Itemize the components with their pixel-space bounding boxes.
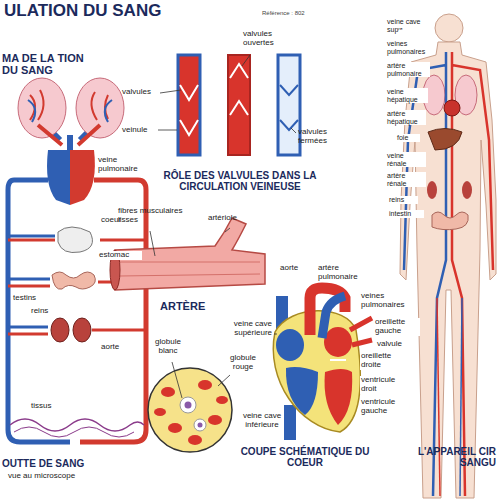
part-label: valvules fermées (298, 128, 346, 146)
part-label: veine cave supʳᵉ (386, 18, 432, 33)
part-label: Référence : 802 (262, 10, 332, 17)
part-label: estomac (98, 251, 142, 260)
part-label: reins (388, 196, 418, 204)
part-label: fibres musculaires lisses (118, 207, 200, 225)
part-label: ventricule gauche (360, 398, 408, 416)
part-label: veine cave inférieure (238, 412, 286, 430)
part-label: intestin (388, 210, 424, 218)
part-label: aorte (100, 343, 130, 352)
part-label: artère pulmonaire (386, 62, 430, 77)
section-heading: RÔLE DES VALVULES DANS LA CIRCULATION VE… (140, 170, 340, 192)
blood-drop (148, 362, 232, 452)
part-label: reins (30, 307, 58, 316)
part-label: veine pulmonaire (97, 156, 143, 174)
part-label: artériole (208, 214, 258, 223)
part-label: veine rénale (386, 152, 426, 167)
part-label: veines pulmonaires (386, 40, 432, 55)
part-label: valvules (122, 88, 160, 97)
part-label: oreillette gauche (374, 318, 420, 336)
part-label: veine hépatique (386, 88, 428, 103)
part-label: testins (12, 294, 52, 303)
part-label: foie (396, 134, 420, 142)
section-heading: L'APPAREIL CIR SANGU (404, 446, 496, 468)
part-label: vue au microscope (8, 472, 108, 481)
part-label: veine cave supérieure (226, 320, 272, 338)
part-label: artère rénale (386, 172, 426, 187)
section-heading: COUPE SCHÉMATIQUE DU COEUR (240, 446, 370, 468)
part-label: ventricule droit (360, 376, 408, 394)
part-label: aorte (280, 264, 310, 273)
part-label: globule blanc (150, 338, 186, 356)
part-label: veinule (122, 126, 158, 135)
section-heading: ARTÈRE (160, 300, 220, 312)
part-label: artère hépatique (386, 110, 426, 125)
section-heading: MA DE LA TION DU SANG (2, 52, 86, 76)
part-label: artère pulmonaire (318, 264, 364, 282)
vein-valves (158, 55, 300, 155)
part-label: tissus (30, 402, 60, 411)
diagram-title: ULATION DU SANG (4, 2, 174, 21)
heart-section (273, 288, 372, 440)
part-label: globule rouge (224, 354, 262, 372)
part-label: valvule (376, 340, 412, 349)
human-body (400, 14, 496, 498)
part-label: veines pulmonaires (360, 292, 408, 310)
part-label: oreillette droite (360, 352, 402, 370)
section-heading: OUTTE DE SANG (2, 458, 112, 469)
part-label: valvules ouvertes (243, 30, 291, 48)
